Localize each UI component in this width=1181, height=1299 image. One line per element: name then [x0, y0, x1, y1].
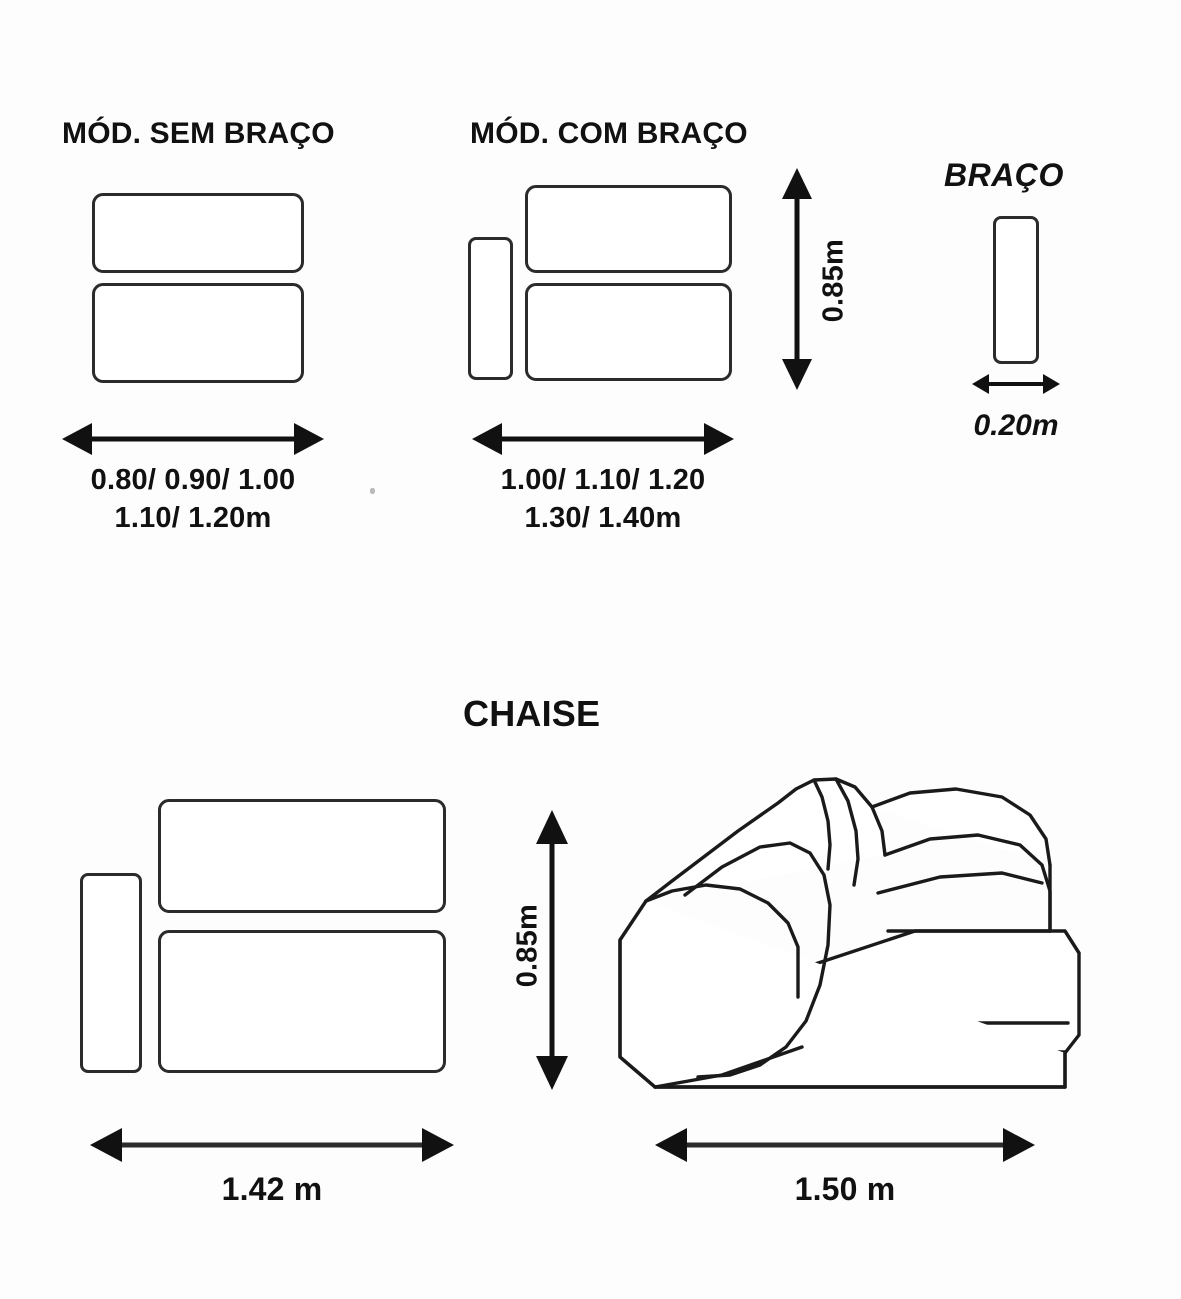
- chaise-height-arrow: [536, 810, 568, 1090]
- module-no-arm-seat: [92, 283, 304, 383]
- module-with-arm-armrest: [468, 237, 513, 380]
- module-no-arm-width-line1: 0.80/ 0.90/ 1.00: [90, 464, 296, 496]
- arm-title: BRAÇO: [944, 157, 1064, 193]
- chaise-plan-width-arrow: [90, 1128, 454, 1162]
- scan-artifact-speck: [370, 488, 375, 494]
- module-no-arm-width-line2: 1.10/ 1.20m: [114, 502, 272, 534]
- chaise-perspective-width-label: 1.50 m: [794, 1171, 896, 1207]
- module-with-arm-width-line1: 1.00/ 1.10/ 1.20: [500, 464, 706, 496]
- chaise-perspective-drawing: [618, 777, 1081, 1089]
- module-with-arm-title: MÓD. COM BRAÇO: [470, 117, 748, 150]
- module-no-arm-width-arrow: [62, 423, 324, 455]
- arm-width-arrow: [972, 374, 1060, 394]
- module-with-arm-seat: [525, 283, 732, 381]
- chaise-plan-width-label: 1.42 m: [221, 1171, 323, 1207]
- chaise-plan-backrest: [158, 799, 446, 913]
- module-with-arm-height-arrow: [782, 168, 812, 390]
- chaise-plan-armrest: [80, 873, 142, 1073]
- chaise-plan-seat: [158, 930, 446, 1073]
- module-with-arm-width-line2: 1.30/ 1.40m: [524, 502, 682, 534]
- chaise-title: CHAISE: [463, 693, 601, 734]
- module-with-arm-width-arrow: [472, 423, 734, 455]
- arm-plan-shape: [993, 216, 1039, 364]
- module-no-arm-backrest: [92, 193, 304, 273]
- module-with-arm-backrest: [525, 185, 732, 273]
- chaise-height-label: 0.85m: [511, 904, 544, 988]
- module-no-arm-title: MÓD. SEM BRAÇO: [62, 117, 335, 150]
- arm-width-label: 0.20m: [973, 409, 1059, 442]
- chaise-perspective-width-arrow: [655, 1128, 1035, 1162]
- module-with-arm-height-label: 0.85m: [817, 239, 850, 323]
